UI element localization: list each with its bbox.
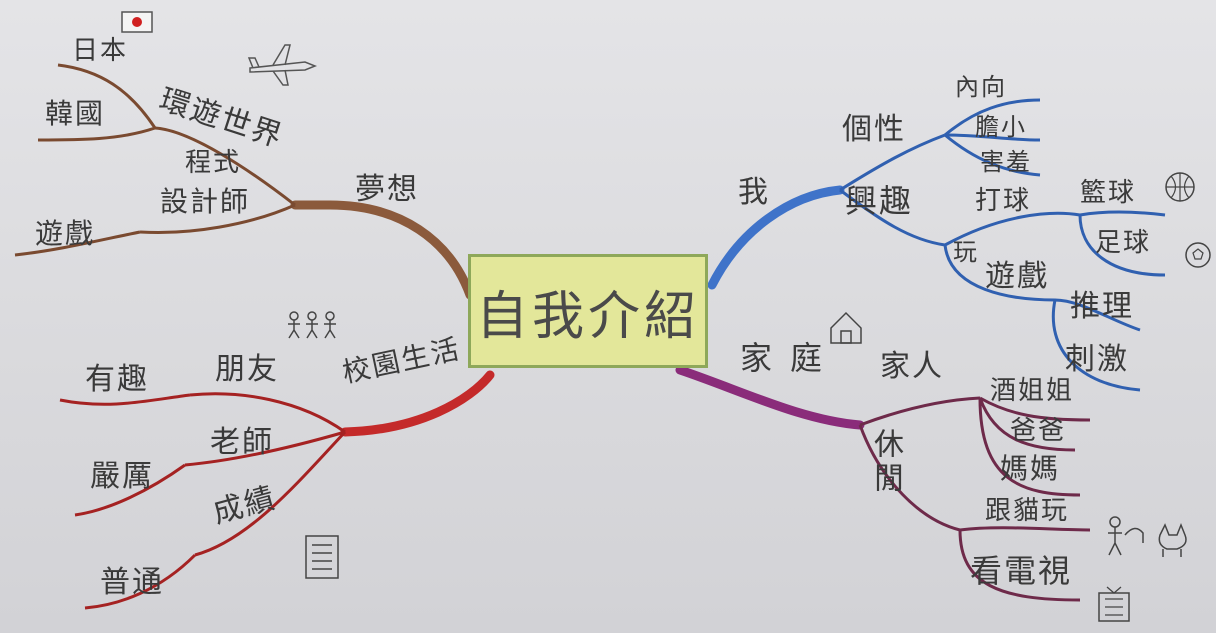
- me-basketball-label: 籃球: [1080, 178, 1137, 208]
- family-branch-tv: [958, 529, 1081, 602]
- school-fun-label: 有趣: [85, 362, 149, 397]
- tv-icon: [1098, 586, 1130, 622]
- me-thrill-label: 刺激: [1065, 342, 1129, 377]
- me-interests-label: 興趣: [845, 182, 914, 220]
- dream-game-label: 遊戲: [35, 217, 96, 250]
- family-mom-label: 媽媽: [1000, 452, 1061, 485]
- me-branch-play: [943, 244, 1056, 302]
- me-branch-thrill: [1051, 299, 1141, 392]
- me-play-line2: 遊戲: [985, 259, 1049, 294]
- family-branch-mom: [978, 397, 1081, 497]
- me-branch-interests: [839, 188, 946, 247]
- family-main-branch: [675, 365, 865, 430]
- dream-branch-korea: [37, 126, 156, 142]
- report-card-icon: [305, 535, 339, 579]
- family-sister-label: 酒姐姐: [990, 376, 1075, 406]
- me-ball-label: 打球: [975, 186, 1032, 216]
- family-branch-dad: [978, 397, 1076, 452]
- dream-japan-label: 日本: [72, 36, 129, 66]
- japan-flag-icon: [121, 11, 153, 33]
- family-branch-sister: [979, 396, 1091, 422]
- me-branch-introvert: [944, 98, 1041, 137]
- me-branch-soccer: [1078, 214, 1166, 277]
- family-members-label: 家人: [880, 349, 944, 384]
- family-dad-label: 爸爸: [1010, 416, 1067, 446]
- me-personality-label: 個性: [842, 112, 906, 147]
- me-branch-timid: [944, 133, 1041, 142]
- person-with-cat-icon: [1108, 516, 1187, 557]
- me-introvert-label: 內向: [955, 73, 1007, 101]
- people-icon: [288, 311, 336, 339]
- me-soccer-label: 足球: [1095, 228, 1152, 258]
- school-branch-average: [84, 553, 197, 610]
- me-play-line1: 玩: [953, 238, 979, 266]
- school-branch-strict: [74, 463, 186, 517]
- dream-label: 夢想: [355, 172, 419, 207]
- me-branch-shy: [944, 133, 1041, 177]
- dream-branch-game: [14, 230, 141, 257]
- dream-programmer-line1: 程式: [185, 148, 242, 178]
- family-tv-label: 看電視: [970, 552, 1073, 590]
- family-branch-leisure: [858, 424, 961, 532]
- center-topic-box: 自我介紹: [468, 254, 708, 368]
- dream-branch-japan: [57, 63, 157, 129]
- airplane-icon: [247, 44, 318, 86]
- me-timid-label: 膽小: [975, 113, 1027, 141]
- family-branch-members: [859, 396, 981, 427]
- school-branch-friends: [189, 392, 346, 434]
- me-branch-ball: [944, 211, 1081, 247]
- dream-main-branch: [290, 200, 475, 300]
- me-shy-label: 害羞: [980, 148, 1032, 176]
- me-branch-mystery: [1054, 298, 1141, 332]
- family-branch-cat: [959, 526, 1091, 532]
- me-label: 我: [738, 175, 770, 210]
- family-label: 家庭: [740, 339, 841, 377]
- dream-korea-label: 韓國: [45, 97, 106, 130]
- school-average-label: 普通: [100, 565, 164, 600]
- me-branch-personality: [839, 133, 946, 192]
- school-branch-grades: [194, 430, 347, 557]
- me-main-branch: [707, 185, 845, 290]
- dream-programmer-line2: 設計師: [160, 185, 251, 218]
- me-branch-basketball: [1079, 210, 1166, 217]
- me-mystery-label: 推理: [1070, 289, 1134, 324]
- school-teacher-label: 老師: [210, 425, 274, 460]
- soccer-ball-icon: [1185, 242, 1211, 268]
- house-icon: [830, 311, 862, 344]
- school-friends-label: 朋友: [215, 352, 279, 387]
- family-cat-label: 跟貓玩: [985, 496, 1070, 526]
- family-leisure-label: 休閒: [868, 428, 903, 496]
- center-title: 自我介紹: [475, 286, 700, 347]
- dream-branch-programmer: [139, 203, 296, 234]
- school-branch-fun: [59, 393, 191, 406]
- basketball-icon: [1165, 172, 1195, 202]
- school-main-branch: [340, 370, 495, 437]
- school-strict-label: 嚴厲: [90, 459, 154, 494]
- dream-branch-travel: [154, 126, 296, 207]
- school-branch-teacher: [184, 430, 346, 467]
